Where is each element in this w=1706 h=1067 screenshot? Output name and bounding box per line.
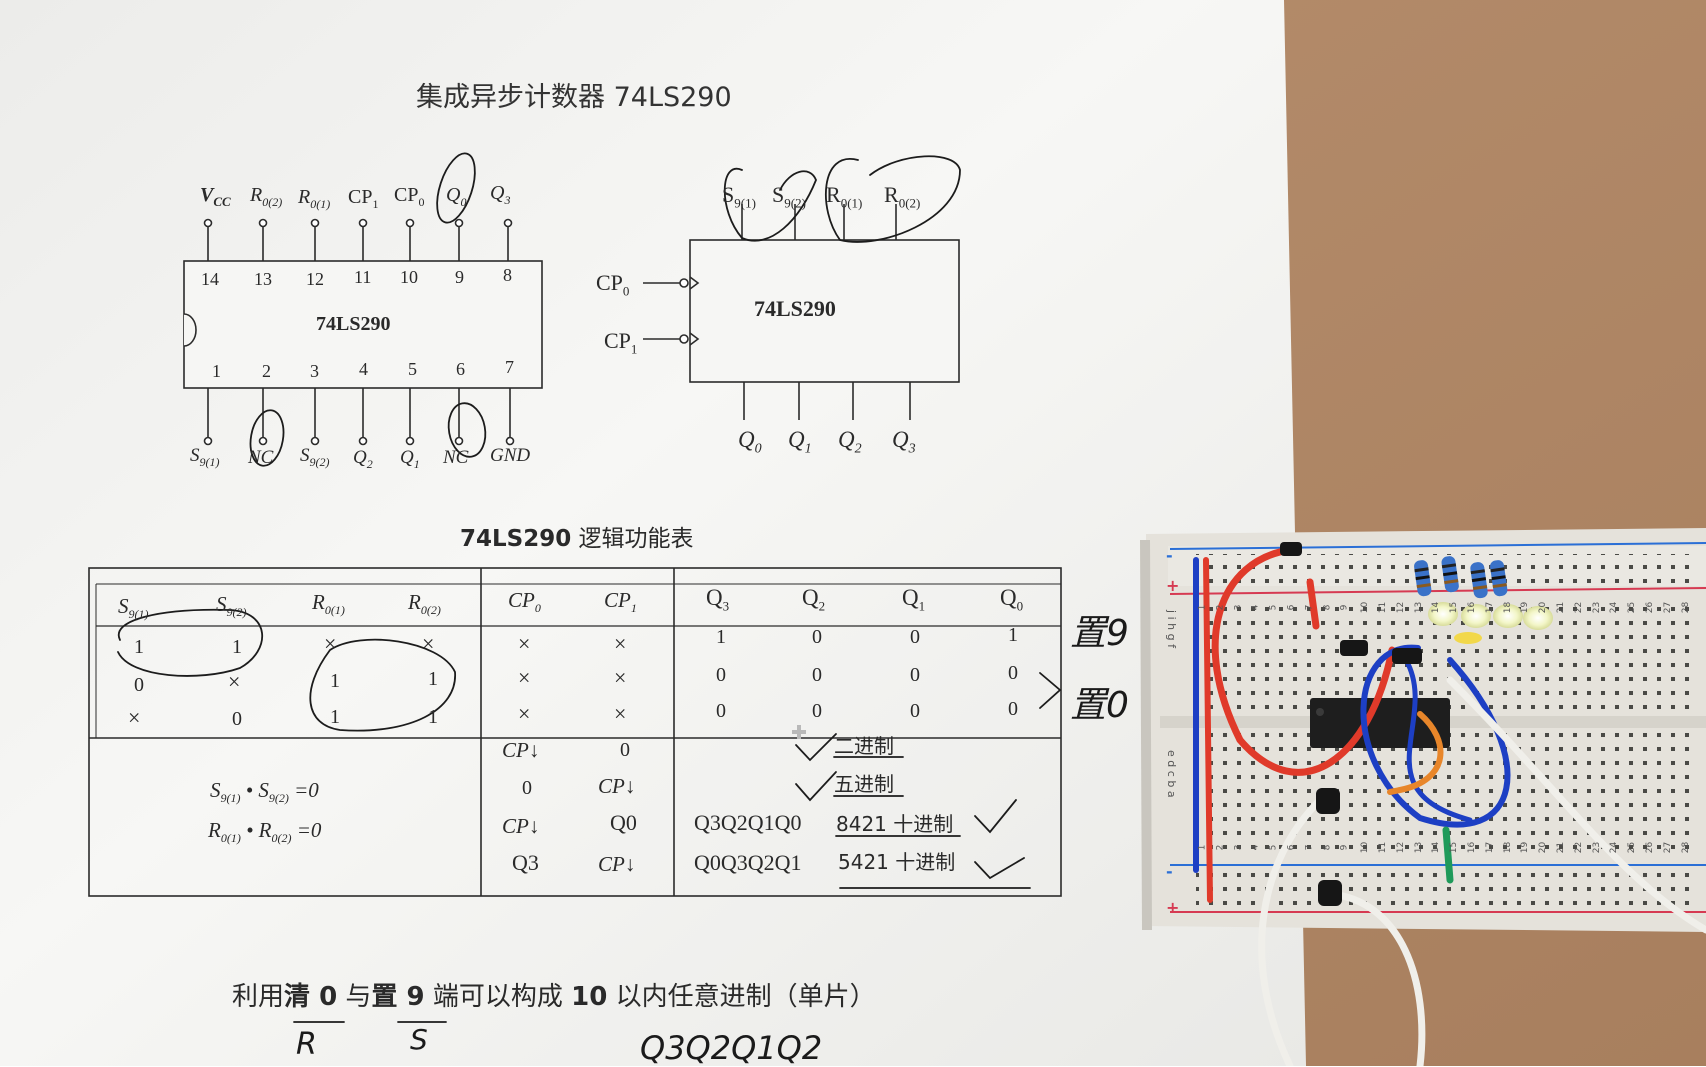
breadboard-column-number: 17 (1485, 841, 1496, 854)
breadboard-column-number: 21 (1556, 841, 1567, 854)
breadboard-row-letters-upper: j i h g f (1165, 610, 1178, 648)
breadboard-column-number: 21 (1556, 601, 1567, 614)
footer-sentence: 利用清 0 与置 9 端可以构成 10 以内任意进制（单片） (232, 982, 876, 1012)
breadboard-column-number: 24 (1609, 841, 1620, 854)
breadboard-column-number: 19 (1520, 841, 1531, 854)
breadboard-column-number: 12 (1396, 601, 1407, 614)
breadboard-column-number: 6 (1286, 604, 1297, 611)
breadboard-column-number: 1 (1197, 604, 1208, 611)
breadboard-column-number: 6 (1286, 844, 1297, 851)
jumper-wires (1193, 546, 1706, 1066)
wire-plugs (1280, 542, 1422, 906)
breadboard-column-number: 7 (1304, 604, 1315, 611)
breadboard-column-number: 11 (1378, 841, 1389, 854)
breadboard-row-letters-lower: e d c b a (1165, 750, 1178, 798)
dip-top-pins (203, 218, 513, 261)
breadboard-column-number: 2 (1215, 844, 1226, 851)
table-condition-s9: S9(1) • S9(2) =0 (210, 778, 319, 806)
breadboard-column-number: 15 (1449, 601, 1460, 614)
breadboard-column-number: 19 (1520, 601, 1531, 614)
breadboard-column-number: 10 (1360, 601, 1371, 614)
note-bottom: Q3Q2Q1Q2 (640, 1029, 823, 1067)
breadboard-column-number: 15 (1449, 841, 1460, 854)
breadboard-column-number: 4 (1250, 844, 1261, 851)
breadboard-column-number: 18 (1502, 601, 1513, 614)
breadboard-column-number: 3 (1232, 844, 1243, 851)
breadboard-column-number: 14 (1431, 601, 1442, 614)
breadboard-column-number: 26 (1645, 601, 1656, 614)
leds (1428, 602, 1553, 644)
breadboard-column-number: 4 (1250, 604, 1261, 611)
breadboard-column-number: 9 (1339, 604, 1350, 611)
note-s: S (410, 1023, 428, 1056)
breadboard-column-number: 8 (1321, 604, 1332, 611)
breadboard-column-number: 28 (1680, 841, 1691, 854)
block-diagram-drawing (643, 204, 960, 420)
breadboard-column-number: 9 (1339, 844, 1350, 851)
breadboard-column-number: 20 (1538, 841, 1549, 854)
breadboard-column-number: 22 (1574, 601, 1585, 614)
breadboard-column-number: 12 (1396, 841, 1407, 854)
breadboard-column-number: 5 (1268, 604, 1279, 611)
breadboard-column-number: 5 (1268, 844, 1279, 851)
breadboard-column-number: 25 (1627, 601, 1638, 614)
cross-mark (792, 725, 806, 739)
breadboard-column-number: 14 (1431, 841, 1442, 854)
dip-chip-label: 74LS290 (316, 313, 391, 335)
breadboard-column-number: 13 (1413, 601, 1424, 614)
breadboard-column-number: 24 (1609, 601, 1620, 614)
table-condition-r0: R0(1) • R0(2) =0 (208, 818, 322, 846)
breadboard-column-number: 27 (1663, 841, 1674, 854)
note-r: R (296, 1027, 317, 1062)
breadboard-column-number: 23 (1591, 841, 1602, 854)
note-set0: 置0 (1070, 685, 1129, 726)
breadboard-column-number: 10 (1360, 841, 1371, 854)
breadboard-column-number: 2 (1215, 604, 1226, 611)
handwritten-marks (117, 152, 1062, 1023)
breadboard-column-number: 28 (1680, 601, 1691, 614)
breadboard-column-number: 13 (1413, 841, 1424, 854)
dip-bottom-pins (203, 388, 515, 446)
breadboard-column-number: 8 (1321, 844, 1332, 851)
breadboard-column-number: 17 (1485, 601, 1496, 614)
breadboard-column-number: 18 (1502, 841, 1513, 854)
breadboard-column-number: 1 (1197, 844, 1208, 851)
document-title: 集成异步计数器 74LS290 (416, 82, 732, 113)
block-chip-label: 74LS290 (754, 296, 836, 321)
breadboard-column-number: 23 (1591, 601, 1602, 614)
breadboard-column-number: 16 (1467, 601, 1478, 614)
breadboard-column-number: 7 (1304, 844, 1315, 851)
resistors (1414, 556, 1508, 599)
function-table-grid (88, 567, 1062, 897)
breadboard-column-number: 11 (1378, 601, 1389, 614)
breadboard-column-number: 22 (1574, 841, 1585, 854)
breadboard-column-number: 20 (1538, 601, 1549, 614)
note-set9: 置9 (1070, 613, 1129, 654)
breadboard-column-number: 16 (1467, 841, 1478, 854)
breadboard-column-number: 26 (1645, 841, 1656, 854)
breadboard-column-number: 3 (1232, 604, 1243, 611)
breadboard-column-number: 25 (1627, 841, 1638, 854)
breadboard-column-number: 27 (1663, 601, 1674, 614)
dip-package-drawing (183, 218, 543, 446)
table-title: 74LS290 逻辑功能表 (460, 526, 694, 552)
breadboard (1140, 528, 1706, 932)
